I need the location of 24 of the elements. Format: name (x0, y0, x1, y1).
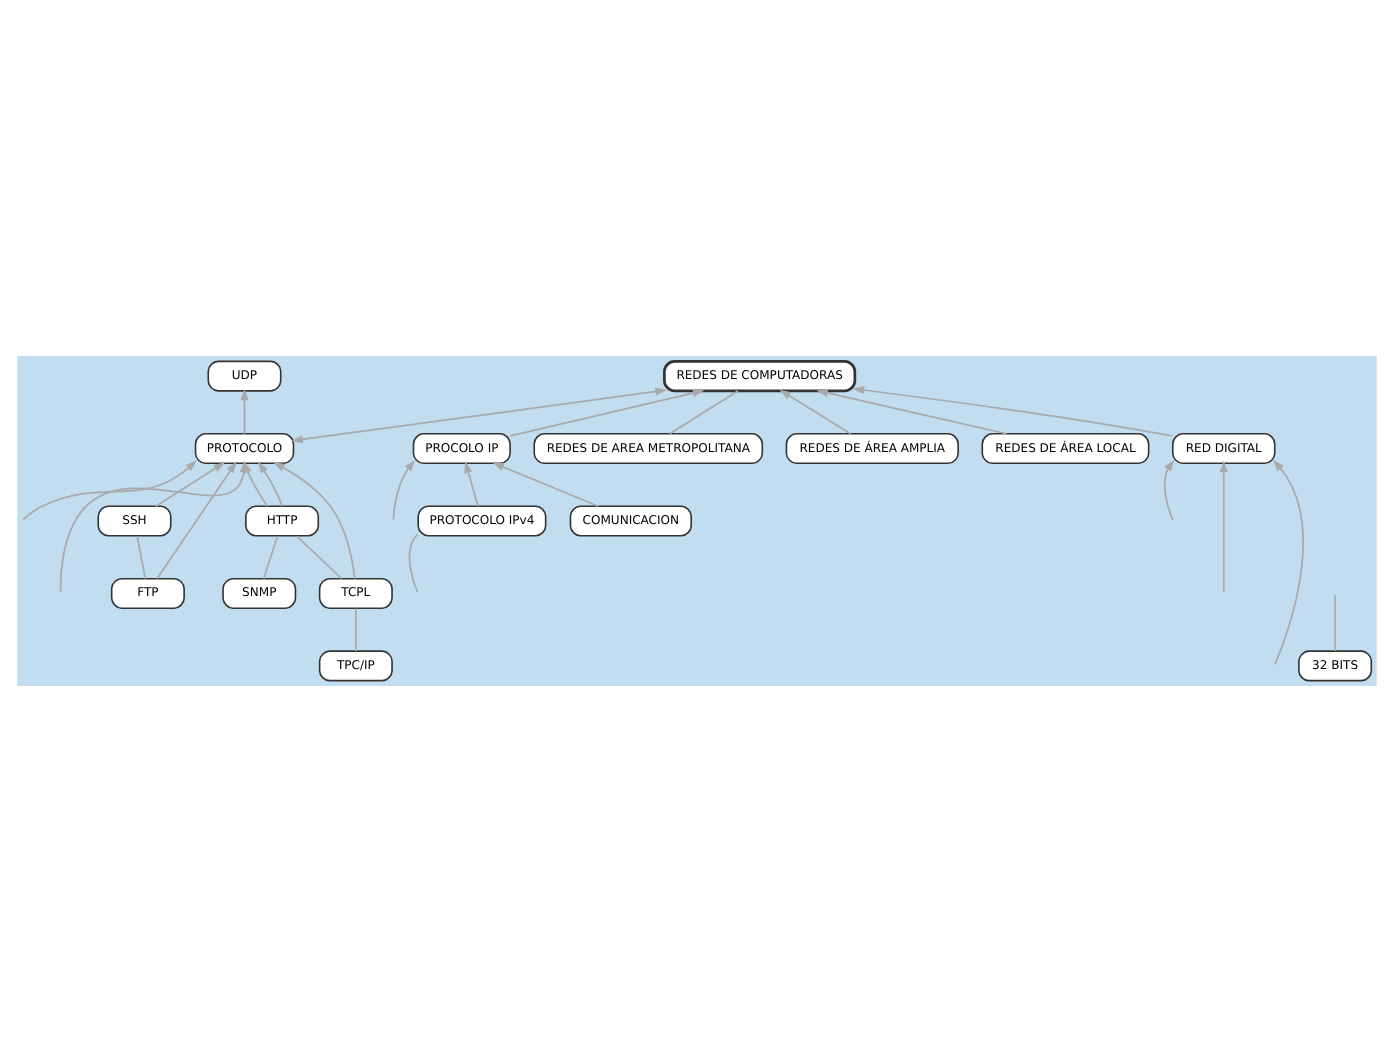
arrow (257, 460, 283, 507)
arrow (509, 388, 705, 436)
arrow (154, 461, 226, 507)
arrow (291, 386, 667, 443)
arrow (392, 458, 416, 520)
arrow (1163, 458, 1175, 520)
arrow (816, 388, 1008, 434)
arrow (779, 388, 852, 434)
arrow (464, 460, 479, 507)
arrow (156, 460, 237, 579)
arrow (852, 385, 1174, 436)
connector (354, 606, 357, 651)
arrow (22, 459, 197, 520)
arrow (492, 461, 600, 507)
arrow (1219, 459, 1228, 592)
arrow (240, 387, 249, 434)
arrow (273, 461, 356, 579)
connector (668, 389, 739, 434)
connector (295, 534, 343, 579)
connector (262, 534, 279, 579)
connector (136, 534, 147, 579)
arrow (1272, 459, 1304, 665)
connector (408, 532, 419, 592)
connector (1334, 593, 1336, 651)
